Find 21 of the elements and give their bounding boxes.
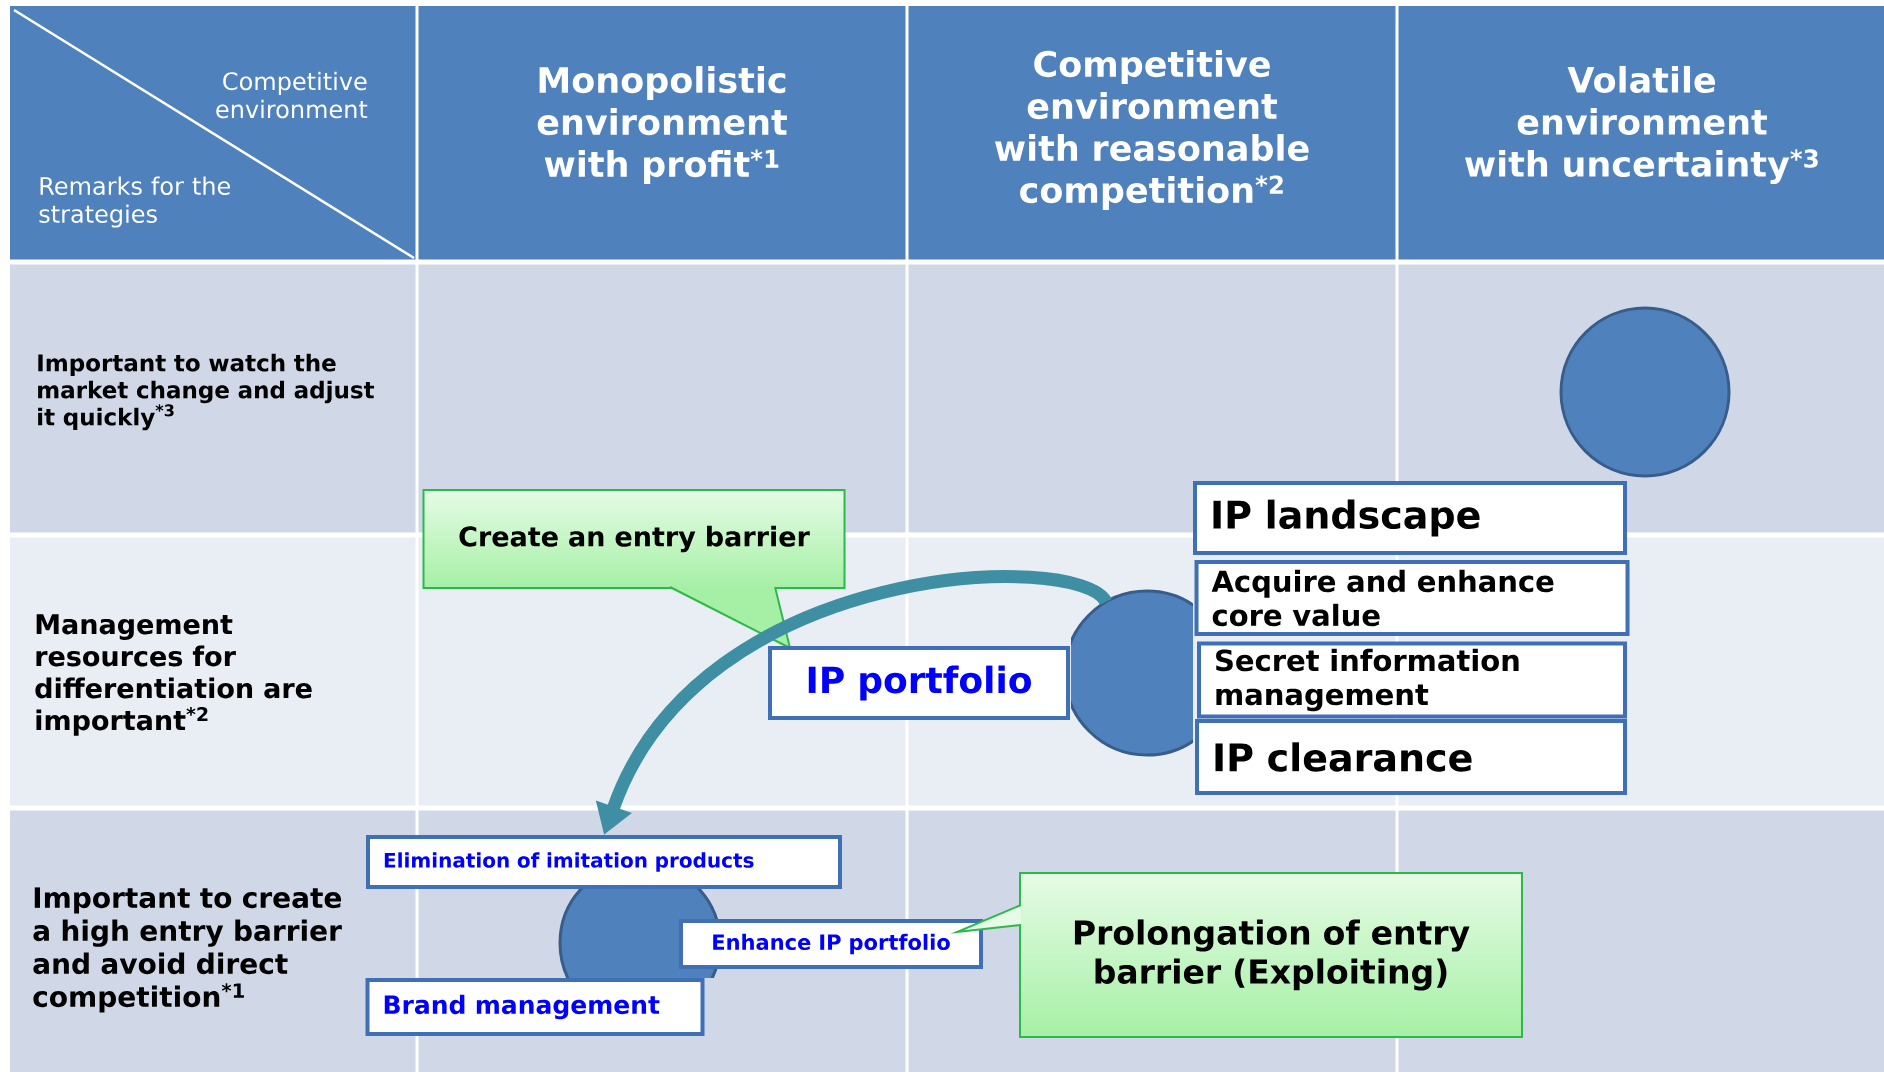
- row-header: Important to create a high entry barrier and avoid direct competition$^{*1}$: [33, 887, 342, 1013]
- text-box: Brand management: [365, 978, 705, 1036]
- circle: [1071, 589, 1193, 757]
- text-box: Secret information management: [1197, 641, 1627, 719]
- callout-pointer: [950, 904, 1022, 934]
- row-header: Important to watch the market change and adjust it quickly$^{*3}$: [38, 353, 375, 431]
- circle: [1559, 306, 1731, 478]
- column-header: Volatile environment with uncertainty$^{*3}$: [1465, 65, 1818, 185]
- row-header: Management resources for differentiation are important$^{*2}$: [35, 614, 312, 736]
- header-text: Competitive environment: [216, 71, 368, 119]
- header-text: Remarks for the strategies: [39, 176, 230, 228]
- text-box: IP clearance: [1195, 719, 1627, 795]
- text-box: IP landscape: [1193, 481, 1627, 555]
- text-box: IP portfolio: [768, 646, 1070, 720]
- callout: Create an entry barrier: [422, 489, 846, 650]
- text-box: Elimination of imitation products: [366, 835, 842, 889]
- column-header: Competitive environment with reasonable competition$^{*2}$: [995, 50, 1309, 210]
- text-box: Acquire and enhance core value: [1194, 560, 1630, 636]
- text-box: Enhance IP portfolio: [679, 919, 983, 969]
- callout: Prolongation of entry barrier (Exploiting): [1019, 872, 1523, 1038]
- column-header: Monopolistic environment with profit$^{*1}$: [537, 66, 787, 184]
